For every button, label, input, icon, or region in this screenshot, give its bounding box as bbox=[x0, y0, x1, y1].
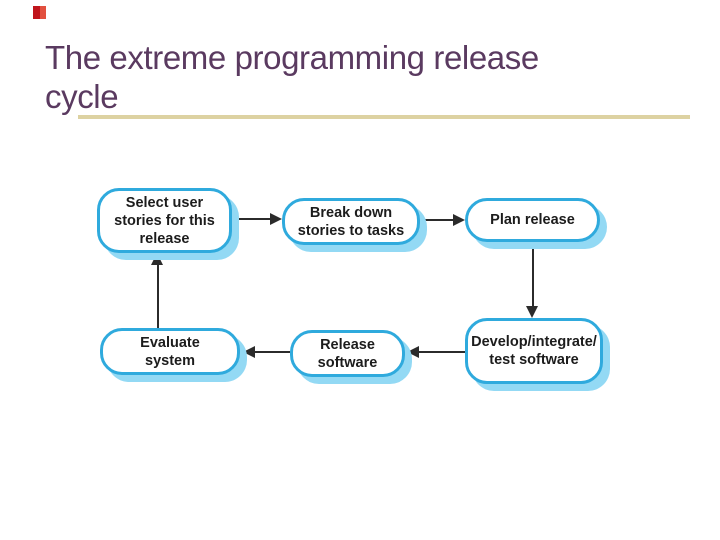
node-break-down-stories: Break down stories to tasks bbox=[282, 198, 420, 245]
node-label-line: software bbox=[317, 354, 378, 371]
arrow-plan-to-develop bbox=[532, 243, 534, 306]
node-label-line: system bbox=[145, 352, 195, 369]
page-title-line1: The extreme programming release bbox=[45, 39, 539, 76]
arrow-evaluate-to-select bbox=[157, 265, 159, 328]
node-evaluate-system: Evaluate system bbox=[100, 328, 240, 375]
title-underline bbox=[78, 115, 690, 119]
node-release-software: Release software bbox=[290, 330, 405, 377]
node-label-line: Release bbox=[320, 336, 375, 353]
arrow-release-to-evaluate bbox=[255, 351, 290, 353]
node-label-line: stories for this bbox=[114, 212, 215, 229]
node-label-line: Select user bbox=[125, 194, 204, 211]
page-title-line2: cycle bbox=[45, 78, 119, 115]
node-plan-release: Plan release bbox=[465, 198, 600, 242]
arrow-select-to-breakdown bbox=[232, 218, 270, 220]
node-label-line: Break down bbox=[309, 204, 393, 221]
node-label-line: test software bbox=[489, 352, 579, 368]
node-label-line: Plan release bbox=[490, 212, 575, 228]
arrowhead-left-icon bbox=[407, 346, 419, 358]
arrow-develop-to-release bbox=[419, 351, 465, 353]
arrowhead-left-icon bbox=[243, 346, 255, 358]
node-label-line: release bbox=[139, 230, 190, 247]
accent-square bbox=[33, 6, 46, 19]
node-label-line: stories to tasks bbox=[297, 222, 405, 239]
arrow-breakdown-to-plan bbox=[420, 219, 453, 221]
arrowhead-right-icon bbox=[453, 214, 465, 226]
arrowhead-down-icon bbox=[526, 306, 538, 318]
arrowhead-right-icon bbox=[270, 213, 282, 225]
node-label-line: Develop/integrate/ bbox=[471, 334, 597, 350]
node-develop-integrate-test: Develop/integrate/ test software bbox=[465, 318, 603, 384]
node-label-line: Evaluate bbox=[140, 334, 200, 351]
arrowhead-up-icon bbox=[151, 253, 163, 265]
page-title: The extreme programming release cycle bbox=[45, 38, 685, 116]
node-select-user-stories: Select user stories for this release bbox=[97, 188, 232, 253]
